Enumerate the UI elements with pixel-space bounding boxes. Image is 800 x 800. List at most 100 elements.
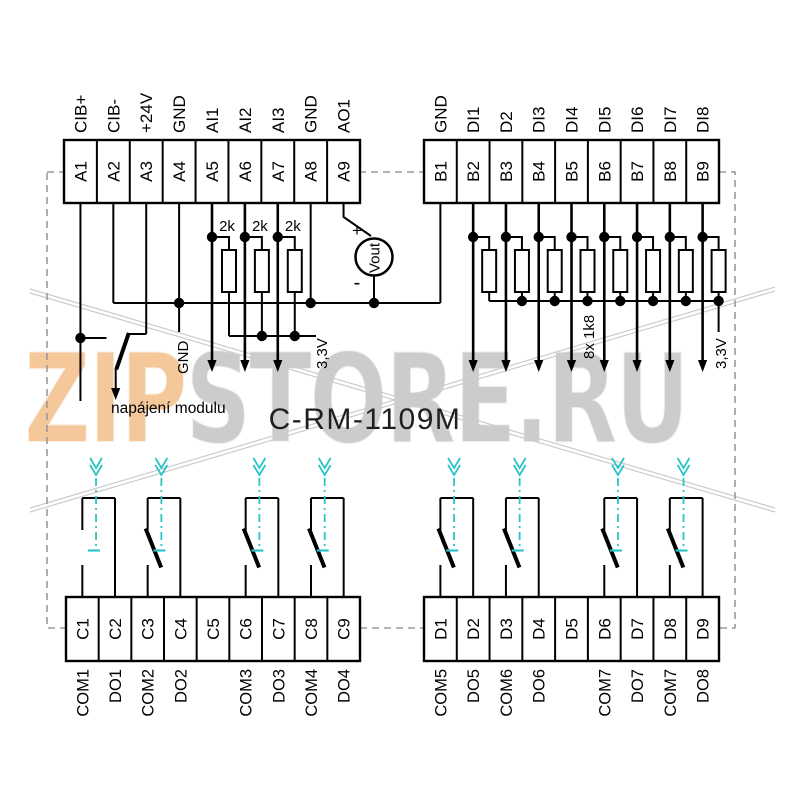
relay-contact	[436, 457, 475, 597]
signal-label: GND	[431, 95, 450, 133]
signal-label: +24V	[137, 92, 156, 133]
faint-line	[29, 288, 776, 509]
faint-line	[29, 292, 776, 513]
relay-contact	[307, 457, 345, 597]
terminal-label: A8	[302, 161, 321, 182]
arrow-head	[273, 360, 283, 372]
module-supply-label: napájení modulu	[111, 400, 226, 417]
resistor-2k-label: 2k	[219, 218, 235, 235]
terminal-label: B4	[530, 161, 549, 182]
signal-label: COM7	[662, 669, 680, 717]
terminal-block-outline	[422, 138, 721, 205]
signal-label: DI5	[595, 107, 614, 133]
signal-label: COM1	[74, 669, 92, 717]
terminal-label: B1	[431, 161, 450, 182]
signal-label: COM5	[432, 669, 450, 717]
terminal-label: D5	[563, 618, 582, 640]
terminal-label: D9	[694, 618, 713, 640]
junction-dot	[305, 297, 316, 309]
terminal-label: D4	[530, 618, 549, 640]
signal-label: COM6	[498, 669, 516, 717]
signal-label: AI3	[269, 107, 288, 133]
contact-blade	[436, 527, 456, 569]
terminal-label: A3	[137, 161, 156, 182]
terminal-label: C5	[204, 618, 223, 640]
relay-contact	[502, 457, 540, 597]
resistor-2k	[286, 249, 303, 293]
vout-label: Vout	[367, 242, 384, 273]
signal-label: DO4	[336, 669, 354, 703]
terminal-block-outline	[62, 138, 362, 205]
resistor-1k8	[579, 249, 596, 293]
watermark-store: STORE.RU	[185, 328, 691, 472]
arrow-head	[534, 360, 544, 372]
watermark-slash-lines	[29, 286, 776, 513]
signal-label: DO1	[107, 669, 125, 703]
terminal-label: C7	[269, 618, 288, 640]
signal-label: DI1	[464, 107, 483, 133]
contact-blade	[307, 527, 327, 569]
terminal-label: A6	[236, 161, 255, 182]
signal-label: DI8	[694, 107, 713, 133]
contact-blade	[502, 527, 522, 569]
actuation-arrow-icon	[447, 464, 461, 477]
actuation-arrow-icon	[676, 457, 691, 470]
resistor-lead	[244, 236, 263, 250]
rail-33v-left-label: 3,3V	[314, 338, 331, 369]
terminal-label: C6	[237, 618, 256, 640]
arrow-head	[665, 360, 675, 372]
resistor-bank-label: 8x 1k8	[581, 315, 598, 359]
resistor-lead	[702, 236, 720, 250]
faint-line	[29, 290, 776, 513]
relay-contact	[241, 457, 280, 597]
actuation-arrow-icon	[252, 464, 267, 477]
signal-label: DO2	[172, 669, 190, 703]
signal-label: COM7	[596, 669, 614, 717]
terminal-label: D2	[464, 618, 483, 640]
terminal-label: B6	[595, 161, 614, 182]
resistor-2k-label: 2k	[285, 218, 301, 235]
junction-dot	[75, 332, 86, 344]
arrow-head	[468, 360, 478, 372]
signal-label: DO5	[465, 669, 483, 703]
signal-label: DI7	[661, 107, 680, 133]
actuation-arrow-icon	[317, 457, 332, 470]
signal-label: COM2	[140, 669, 158, 717]
faint-line	[29, 286, 776, 509]
signal-label: DI3	[530, 107, 549, 133]
terminal-label: D7	[628, 618, 647, 640]
ao1-wire	[342, 203, 372, 237]
junction-dot	[467, 231, 479, 243]
resistor-lead	[505, 236, 523, 250]
signal-label: AI2	[236, 107, 255, 133]
title-group: C-RM-1109M	[269, 403, 460, 436]
terminal-label: C1	[73, 618, 92, 640]
terminal-label: D1	[431, 618, 450, 640]
resistor-lead	[604, 236, 622, 250]
actuation-arrow-icon	[676, 464, 691, 477]
contact-blade	[600, 527, 620, 569]
signal-label: GND	[302, 95, 321, 133]
relay-contact	[665, 457, 704, 597]
resistor-lead	[669, 236, 687, 250]
arrow-head	[207, 360, 217, 372]
resistor-1k8	[546, 249, 563, 293]
resistor-1k8	[710, 249, 727, 293]
module-boundary-rect	[46, 171, 736, 629]
resistor-lead	[538, 236, 556, 250]
actuation-arrow-icon	[512, 464, 527, 477]
terminal-label: C3	[139, 618, 158, 640]
signal-label: DO6	[531, 669, 549, 703]
signal-label: DI4	[563, 107, 582, 133]
signal-label: D2	[497, 111, 516, 133]
arrow-head	[111, 388, 121, 400]
